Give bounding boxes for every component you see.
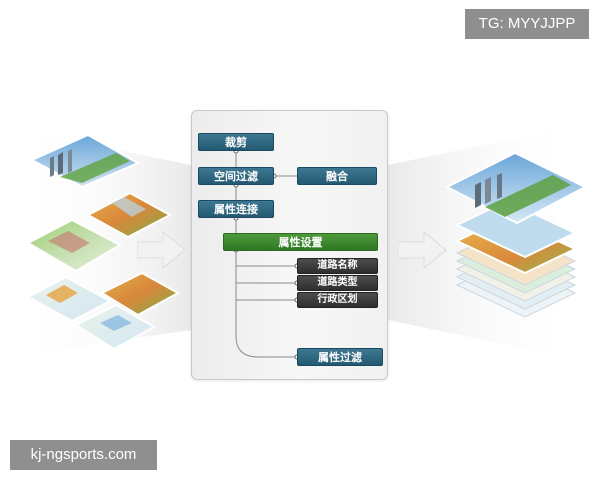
connector-settings-filter <box>235 250 297 358</box>
clip-node[interactable]: 裁剪 <box>198 133 274 151</box>
spatial-filter-node[interactable]: 空间过滤 <box>198 167 274 185</box>
road-type-node[interactable]: 道路类型 <box>297 275 378 291</box>
attribute-settings-node[interactable]: 属性设置 <box>223 233 378 251</box>
output-map-stack <box>445 151 588 318</box>
coastal-map-tile <box>73 303 157 351</box>
province-map-tile <box>99 271 181 317</box>
fusion-node[interactable]: 融合 <box>297 167 377 185</box>
water-map-tile <box>25 275 113 323</box>
admin-division-node[interactable]: 行政区划 <box>297 292 378 308</box>
site-watermark: kj-ngsports.com <box>10 440 157 470</box>
input-map-stack <box>25 133 181 351</box>
city-photo-tile <box>29 133 141 189</box>
output-arrow-icon <box>398 232 447 268</box>
road-name-node[interactable]: 道路名称 <box>297 258 378 274</box>
merged-city-photo <box>445 151 588 225</box>
layer-stack-base <box>454 199 578 318</box>
regional-map-tile <box>25 218 123 273</box>
terrain-map-tile <box>85 191 173 239</box>
tg-watermark: TG: MYYJJPP <box>465 9 589 39</box>
attribute-join-node[interactable]: 属性连接 <box>198 200 274 218</box>
attribute-filter-node[interactable]: 属性过滤 <box>297 348 383 366</box>
input-arrow-icon <box>137 232 186 268</box>
